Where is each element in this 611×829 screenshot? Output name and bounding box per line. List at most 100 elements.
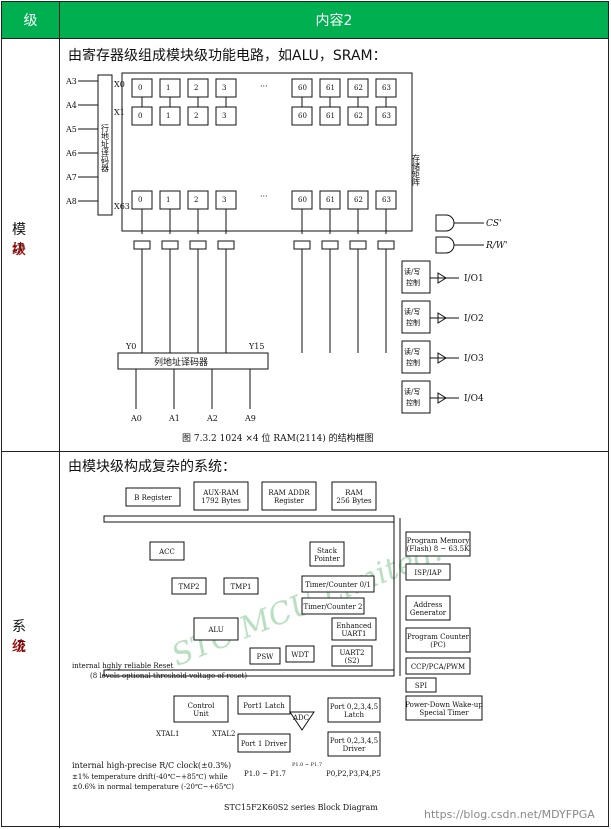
cell-label: 0 <box>138 196 142 204</box>
tc2-block <box>301 597 365 615</box>
rw-control-label: 控制 <box>406 398 420 407</box>
rw-control-block <box>401 300 431 334</box>
rw-control-label: 读/写 <box>404 347 420 356</box>
array-frame <box>121 72 413 232</box>
col-input-label: A0 <box>130 414 142 423</box>
col-input-label: A1 <box>168 414 180 423</box>
ccp-block <box>405 657 471 675</box>
column-switch <box>189 240 207 250</box>
rw-control-label: 读/写 <box>404 267 420 276</box>
tmp2-label: TMP2 <box>179 583 200 591</box>
ram-addr-label: Register <box>274 497 305 505</box>
cell-label: 3 <box>222 84 226 92</box>
cell-label: 60 <box>298 196 307 204</box>
clock-note: internal high-precise R/C clock(±0.3%) <box>72 761 231 770</box>
spi-block <box>405 677 437 693</box>
isp-label: ISP/IAP <box>414 569 441 577</box>
table-header: 级 内容2 <box>2 2 608 39</box>
p0-pins: P0,P2,P3,P4,P5 <box>326 770 381 778</box>
row-decoder-label: 行地址译码器 <box>101 123 110 173</box>
y15-label: Y15 <box>248 342 264 351</box>
row-decoder-box <box>97 74 113 216</box>
table-row-module: 模 块 级 由寄存器级组成模块级功能电路，如ALU，SRAM： 行地址译码器 A… <box>2 39 608 452</box>
row-caption: 由模块级构成复杂的系统： <box>68 459 236 475</box>
col-decoder-box <box>117 352 269 370</box>
addr-gen-label: Address <box>413 601 443 609</box>
control-label: Control <box>188 702 215 710</box>
x0-label: X0 <box>114 80 125 89</box>
cell-label: 62 <box>354 112 363 120</box>
and-gate-1 <box>435 214 455 232</box>
rw-control-label: 读/写 <box>404 387 420 396</box>
tc01-label: Timer/Counter 0/1 <box>305 581 371 589</box>
io-label: I/O2 <box>464 314 484 324</box>
x1-label: X1 <box>114 108 125 117</box>
ellipsis: ··· <box>260 192 268 201</box>
cs-label: CS' <box>486 219 502 229</box>
array-label: 存储矩阵 <box>412 153 421 187</box>
p1latch-label: Port1 Latch <box>243 702 285 710</box>
row-input-label: A7 <box>65 173 77 182</box>
figure-caption: STC15F2K60S2 series Block Diagram <box>224 803 378 812</box>
alu-label: ALU <box>207 626 223 634</box>
row-input-label: A8 <box>65 197 77 206</box>
tc2-label: Timer/Counter 2 <box>304 603 363 611</box>
cell-label: 61 <box>326 112 335 120</box>
header-level: 级 <box>2 2 60 38</box>
cell-label: 1 <box>166 112 170 120</box>
col-input-label: A9 <box>244 414 256 423</box>
pd-timer-label: Power-Down Wake-up <box>405 701 483 709</box>
uart2-block <box>331 645 373 667</box>
rw-control-block <box>401 260 431 294</box>
p0latch-label: Port 0,2,3,4,5 <box>330 703 378 711</box>
uart1-block <box>331 617 377 641</box>
p0drv-label: Driver <box>343 745 366 753</box>
pd-timer-block <box>405 695 483 721</box>
stack-label: Stack <box>317 547 338 555</box>
x63-label: X63 <box>114 202 130 211</box>
rw-control-label: 控制 <box>406 358 420 367</box>
row-label-bottom: 级 <box>12 242 26 258</box>
uart2-label: (S2) <box>345 657 360 665</box>
cell-label: 3 <box>222 112 226 120</box>
p0drv-block <box>327 731 381 757</box>
adc-shape <box>289 711 315 731</box>
table-row-system: 系 统 级 由模块级构成复杂的系统： STC MCU Limited. B Re… <box>2 452 608 828</box>
wdt-label: WDT <box>291 651 309 659</box>
row-label-top: 系 统 <box>12 619 36 655</box>
prog-mem-label: (Flash) 8 ~ 63.5K <box>407 545 470 553</box>
y0-label: Y0 <box>125 342 136 351</box>
rw-control-label: 控制 <box>406 318 420 327</box>
header-content: 内容2 <box>315 13 353 29</box>
isp-block <box>405 563 451 581</box>
cell-label: 2 <box>194 112 198 120</box>
cell-label: 1 <box>166 84 170 92</box>
clock-sub1: ±1% temperature drift(-40℃~+85℃) while <box>72 773 228 781</box>
pc-block <box>405 627 471 653</box>
prog-mem-label: Program Memory <box>407 537 470 545</box>
p1-pins: P1.0 ~ P1.7 <box>244 770 286 778</box>
figure-caption: 图 7.3.2 1024 ×4 位 RAM(2114) 的结构框图 <box>182 432 374 444</box>
cell-label: 2 <box>194 84 198 92</box>
rw-control-label: 读/写 <box>404 307 420 316</box>
p0drv-label: Port 0,2,3,4,5 <box>330 737 378 745</box>
adc-label: ADC <box>292 714 309 722</box>
wdt-block <box>285 645 315 663</box>
row-input-label: A6 <box>65 149 77 158</box>
psw-label: PSW <box>257 653 275 661</box>
reset-sub: (8 levels optional threshold voltage of … <box>90 672 247 680</box>
column-switch <box>321 240 339 250</box>
p1drv-block <box>237 733 291 753</box>
prog-mem-block <box>405 531 471 557</box>
url-watermark: https://blog.csdn.net/MDYFPGA <box>424 808 595 821</box>
col-input-label: A2 <box>206 414 218 423</box>
addr-gen-label: Generator <box>410 609 447 617</box>
cell-label: 2 <box>194 196 198 204</box>
column-switch <box>293 240 311 250</box>
b-register-block <box>125 487 181 507</box>
pc-label: Program Counter <box>407 633 470 641</box>
column-switch <box>217 240 235 250</box>
